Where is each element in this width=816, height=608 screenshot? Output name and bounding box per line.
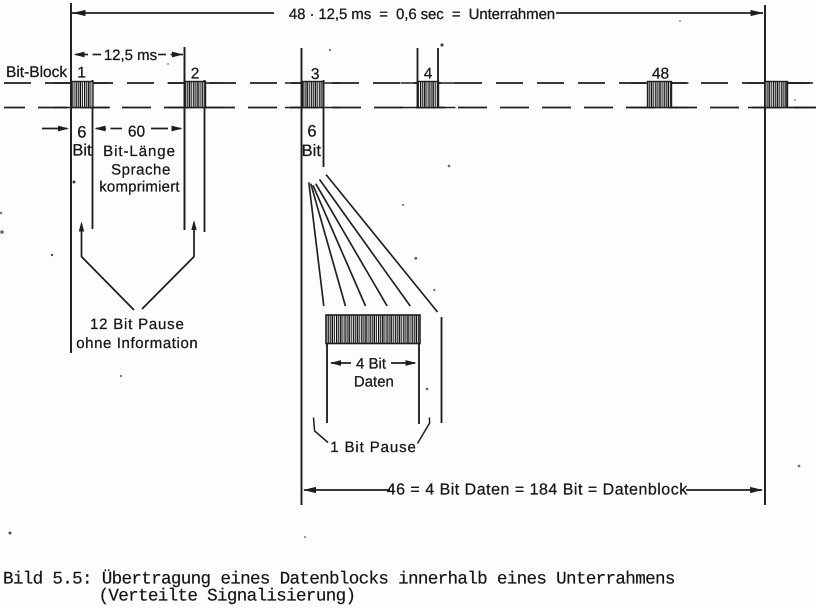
svg-text:46 = 4 Bit Daten = 184 Bit = D: 46 = 4 Bit Daten = 184 Bit = Datenblock bbox=[387, 482, 689, 499]
svg-text:Bit-Länge: Bit-Länge bbox=[103, 143, 176, 160]
svg-text:Bit: Bit bbox=[72, 142, 92, 160]
svg-text:Sprache: Sprache bbox=[111, 162, 171, 179]
svg-text:ohne Information: ohne Information bbox=[76, 335, 198, 352]
svg-text:2: 2 bbox=[191, 66, 200, 83]
svg-text:48 · 12,5 ms = 0,6 sec = U: 48 · 12,5 ms = 0,6 sec = Unterrahmen bbox=[289, 6, 555, 23]
svg-text:4 Bit: 4 Bit bbox=[356, 356, 387, 373]
svg-text:48: 48 bbox=[652, 66, 669, 83]
svg-text:Bild 5.5: Übertragung eines Da: Bild 5.5: Übertragung eines Datenblocks … bbox=[3, 570, 675, 590]
svg-text:komprimiert: komprimiert bbox=[99, 179, 180, 196]
svg-text:12 Bit Pause: 12 Bit Pause bbox=[90, 316, 185, 333]
svg-text:60: 60 bbox=[128, 124, 146, 141]
svg-text:3: 3 bbox=[311, 66, 320, 83]
svg-text:4: 4 bbox=[424, 66, 433, 83]
svg-text:Daten: Daten bbox=[354, 374, 394, 391]
svg-text:6: 6 bbox=[77, 124, 86, 142]
svg-text:1: 1 bbox=[77, 65, 86, 82]
svg-text:6: 6 bbox=[307, 123, 316, 141]
svg-text:Bit: Bit bbox=[302, 142, 322, 160]
svg-text:1 Bit Pause: 1 Bit Pause bbox=[330, 439, 417, 456]
svg-text:(Verteilte Signalisierung): (Verteilte Signalisierung) bbox=[99, 587, 356, 607]
svg-text:Bit-Block: Bit-Block bbox=[6, 64, 67, 81]
svg-text:12,5 ms: 12,5 ms bbox=[104, 47, 157, 64]
